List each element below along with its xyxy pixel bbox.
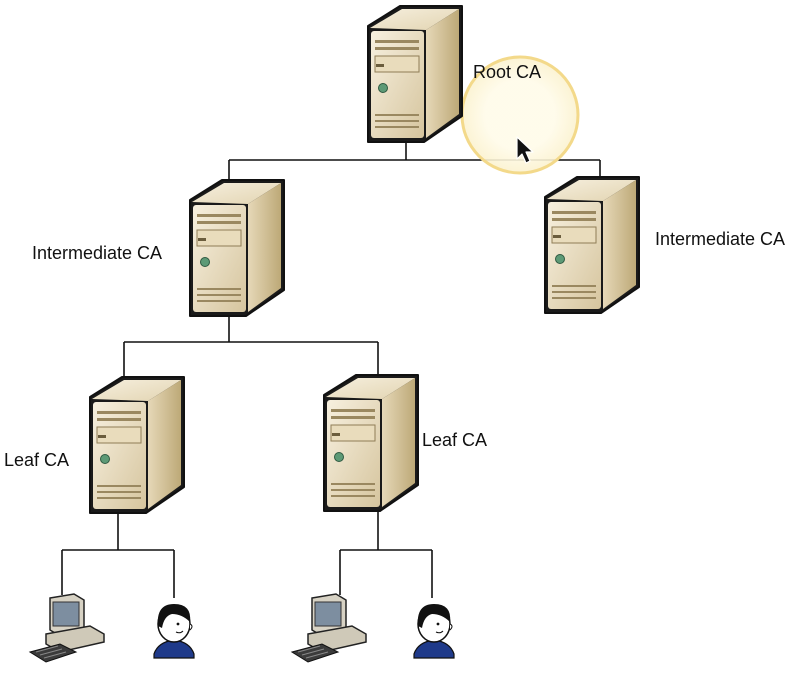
server-icon-intermediate-right [544, 176, 640, 314]
server-icon-root [367, 5, 463, 143]
server-icon-leaf-right [323, 374, 419, 512]
user-icon-2 [413, 603, 455, 659]
label-intermediate-ca-left: Intermediate CA [32, 243, 162, 263]
computer-icon-2 [291, 593, 367, 663]
computer-icon-1 [29, 593, 105, 663]
mouse-pointer-icon [516, 136, 534, 164]
label-leaf-ca-right: Leaf CA [422, 430, 487, 450]
server-icon-leaf-left [89, 376, 185, 514]
server-icon-intermediate-left [189, 179, 285, 317]
label-leaf-ca-left: Leaf CA [4, 450, 69, 470]
user-icon-1 [153, 603, 195, 659]
label-root-ca: Root CA [473, 62, 541, 82]
connector-lines [61, 134, 601, 598]
label-intermediate-ca-right: Intermediate CA [655, 229, 785, 249]
